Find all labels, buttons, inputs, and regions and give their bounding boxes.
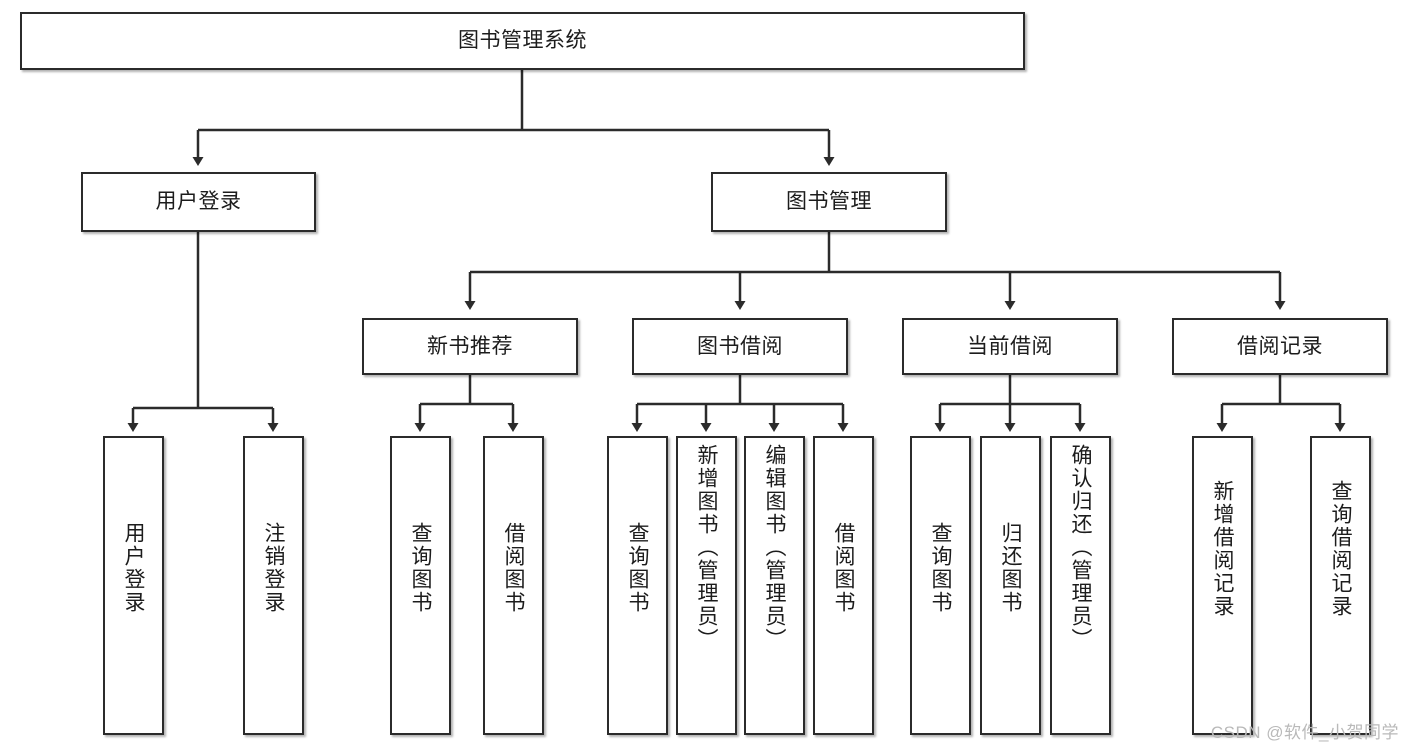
node-leaf-logout-label: 注销登录 [262, 522, 285, 614]
node-book-management-label: 图书管理 [786, 190, 872, 214]
node-leaf-borrow-book-recommend-label: 借阅图书 [502, 522, 525, 614]
node-leaf-confirm-return-admin[interactable]: 确认归还（管理员） [1050, 436, 1111, 735]
node-leaf-user-login-label: 用户登录 [122, 522, 145, 614]
node-leaf-add-book-admin[interactable]: 新增图书（管理员） [676, 436, 737, 735]
node-leaf-query-book-current-label: 查询图书 [929, 522, 952, 614]
node-leaf-add-borrow-record-label: 新增借阅记录 [1211, 480, 1234, 618]
node-leaf-confirm-return-admin-label: 确认归还（管理员） [1069, 444, 1092, 651]
node-new-book-recommend-label: 新书推荐 [427, 334, 513, 358]
node-leaf-borrow-book[interactable]: 借阅图书 [813, 436, 874, 735]
node-leaf-query-borrow-record-label: 查询借阅记录 [1329, 480, 1352, 618]
node-user-login-label: 用户登录 [155, 190, 242, 214]
node-leaf-user-login[interactable]: 用户登录 [103, 436, 164, 735]
node-book-management[interactable]: 图书管理 [711, 172, 947, 232]
node-borrow-record-label: 借阅记录 [1237, 334, 1323, 358]
node-leaf-query-book[interactable]: 查询图书 [607, 436, 668, 735]
node-user-login[interactable]: 用户登录 [81, 172, 316, 232]
node-borrow-record[interactable]: 借阅记录 [1172, 318, 1388, 375]
node-leaf-borrow-book-recommend[interactable]: 借阅图书 [483, 436, 544, 735]
node-leaf-logout[interactable]: 注销登录 [243, 436, 304, 735]
node-book-borrow[interactable]: 图书借阅 [632, 318, 848, 375]
node-root-book-management-system[interactable]: 图书管理系统 [20, 12, 1025, 70]
node-book-borrow-label: 图书借阅 [697, 334, 783, 358]
node-leaf-query-book-current[interactable]: 查询图书 [910, 436, 971, 735]
node-leaf-add-book-admin-label: 新增图书（管理员） [695, 444, 718, 651]
node-leaf-edit-book-admin[interactable]: 编辑图书（管理员） [744, 436, 805, 735]
node-new-book-recommend[interactable]: 新书推荐 [362, 318, 578, 375]
node-leaf-edit-book-admin-label: 编辑图书（管理员） [763, 444, 786, 651]
node-current-borrow[interactable]: 当前借阅 [902, 318, 1118, 375]
node-leaf-query-book-label: 查询图书 [626, 522, 649, 614]
node-leaf-query-borrow-record[interactable]: 查询借阅记录 [1310, 436, 1371, 735]
node-leaf-borrow-book-label: 借阅图书 [832, 522, 855, 614]
node-leaf-return-book-label: 归还图书 [999, 522, 1022, 614]
node-leaf-query-book-recommend[interactable]: 查询图书 [390, 436, 451, 735]
node-root-label: 图书管理系统 [458, 29, 587, 53]
node-leaf-return-book[interactable]: 归还图书 [980, 436, 1041, 735]
node-current-borrow-label: 当前借阅 [967, 334, 1053, 358]
node-leaf-query-book-recommend-label: 查询图书 [409, 522, 432, 614]
node-leaf-add-borrow-record[interactable]: 新增借阅记录 [1192, 436, 1253, 735]
